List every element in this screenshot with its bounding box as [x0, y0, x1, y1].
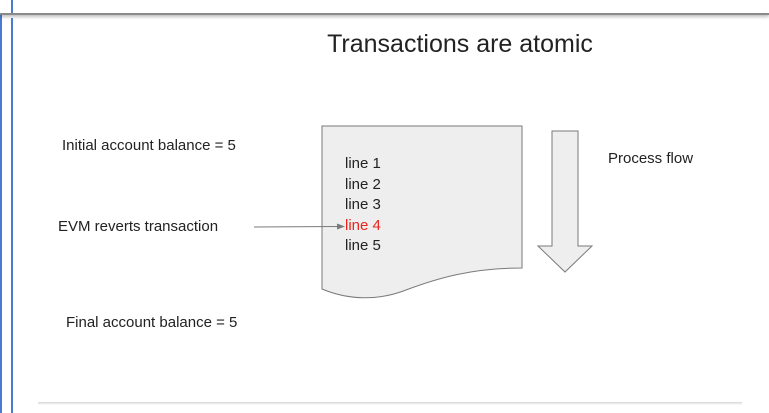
left-guide — [11, 18, 13, 413]
initial-balance-label: Initial account balance = 5 — [62, 137, 236, 154]
document-line: line 1 — [345, 155, 381, 172]
document-line: line 3 — [345, 196, 381, 213]
document-line: line 2 — [345, 175, 381, 193]
document-line: line 5 — [345, 237, 381, 254]
document-lines: line 1 line 2 line 3 line 4 line 5 — [345, 154, 381, 257]
revert-connector-arrowhead — [337, 223, 345, 230]
process-flow-arrow — [536, 130, 594, 273]
left-margin-rule — [0, 0, 2, 413]
document-line-reverted: line 4 — [345, 216, 381, 234]
final-balance-label: Final account balance = 5 — [66, 314, 238, 331]
slide-title: Transactions are atomic — [327, 30, 593, 58]
left-guide-top — [11, 0, 13, 13]
slide-bottom-edge — [38, 402, 742, 405]
evm-reverts-label: EVM reverts transaction — [58, 218, 219, 235]
document-shape — [321, 125, 523, 299]
process-flow-label: Process flow — [608, 150, 694, 167]
revert-connector-line — [253, 226, 339, 228]
top-toolbar-strip — [0, 0, 769, 15]
